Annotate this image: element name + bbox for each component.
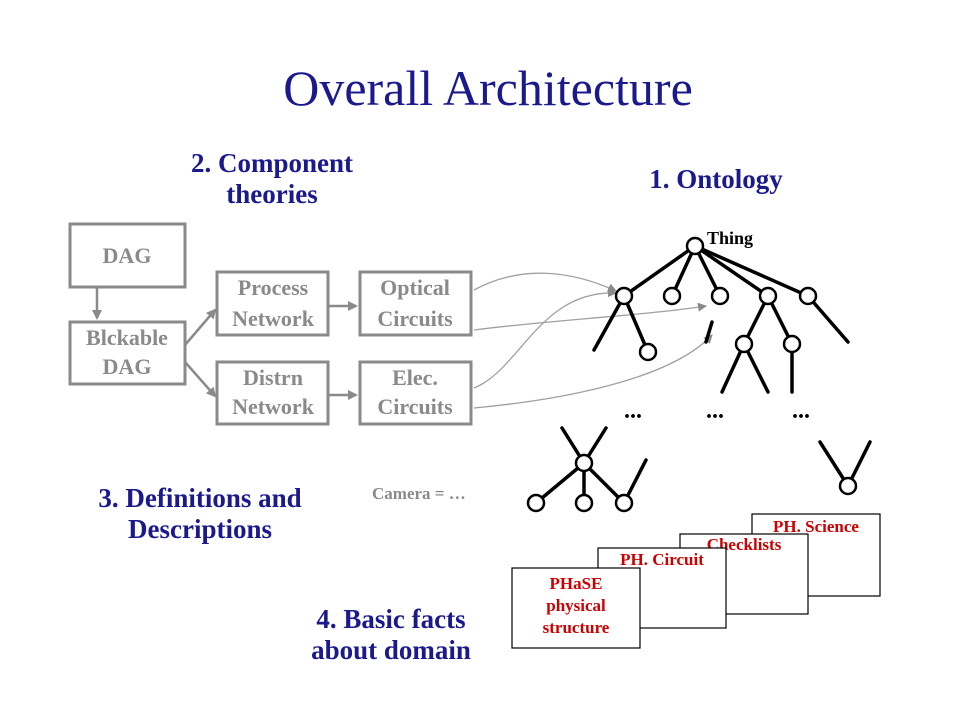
- section-definitions-line2: Descriptions: [128, 514, 272, 544]
- lower-subtree-left: [526, 426, 648, 513]
- distrn-network-box: Distrn Network: [215, 360, 330, 426]
- dag-label: DAG: [103, 243, 152, 268]
- card-phase-label-line2: physical: [546, 596, 606, 615]
- ontology-tree: Thing ... ... ...: [592, 228, 850, 424]
- optical-circuits-box: Optical Circuits: [358, 270, 473, 337]
- curve-optical-to-ontology-2: [473, 302, 707, 331]
- elec-circuits-label-line2: Circuits: [377, 394, 453, 419]
- process-network-box: Process Network: [215, 270, 330, 337]
- ontology-root-label: Thing: [707, 228, 753, 248]
- section-basic-facts-line2: about domain: [311, 635, 471, 665]
- section-component-theories-line2: theories: [226, 179, 317, 209]
- arrow-blckable-to-distrn: [184, 361, 217, 398]
- elec-circuits-box: Elec. Circuits: [358, 360, 473, 426]
- card-phase-label-line1: PHaSE: [550, 574, 603, 593]
- section-component-theories-line1: 2. Component: [191, 148, 353, 178]
- ontology-root-node: [685, 236, 705, 256]
- optical-circuits-label-line2: Circuits: [377, 306, 453, 331]
- lower-subtree-right: [818, 440, 872, 496]
- card-phase-physical-structure: PHaSE physical structure: [511, 567, 641, 649]
- card-ph-science-label: PH. Science: [773, 517, 859, 536]
- blckable-dag-label-line1: Blckable: [86, 325, 168, 350]
- camera-definition: Camera = …: [372, 484, 466, 503]
- section-ontology: 1. Ontology: [649, 164, 783, 194]
- process-network-label-line2: Network: [232, 306, 315, 331]
- ellipsis-3: ...: [792, 398, 810, 424]
- distrn-network-label-line1: Distrn: [243, 365, 303, 390]
- ellipsis-1: ...: [624, 398, 642, 424]
- ellipsis-2: ...: [706, 398, 724, 424]
- card-ph-circuit-label: PH. Circuit: [620, 550, 704, 569]
- curve-elec-to-ontology-2: [473, 334, 713, 409]
- blckable-dag-box: Blckable DAG: [68, 320, 187, 386]
- elec-circuits-label-line1: Elec.: [392, 365, 438, 390]
- curve-optical-to-ontology: [473, 272, 617, 292]
- section-definitions-line1: 3. Definitions and: [98, 483, 301, 513]
- blckable-dag-label-line2: DAG: [103, 354, 152, 379]
- optical-circuits-label-line1: Optical: [380, 275, 450, 300]
- card-phase-label-line3: structure: [543, 618, 610, 637]
- section-basic-facts-line1: 4. Basic facts: [316, 604, 465, 634]
- dag-box: DAG: [68, 222, 187, 289]
- distrn-network-label-line2: Network: [232, 394, 315, 419]
- process-network-label-line1: Process: [238, 275, 309, 300]
- curve-elec-to-ontology: [473, 288, 617, 389]
- slide-title: Overall Architecture: [283, 60, 693, 116]
- arrow-blckable-to-process: [184, 308, 217, 346]
